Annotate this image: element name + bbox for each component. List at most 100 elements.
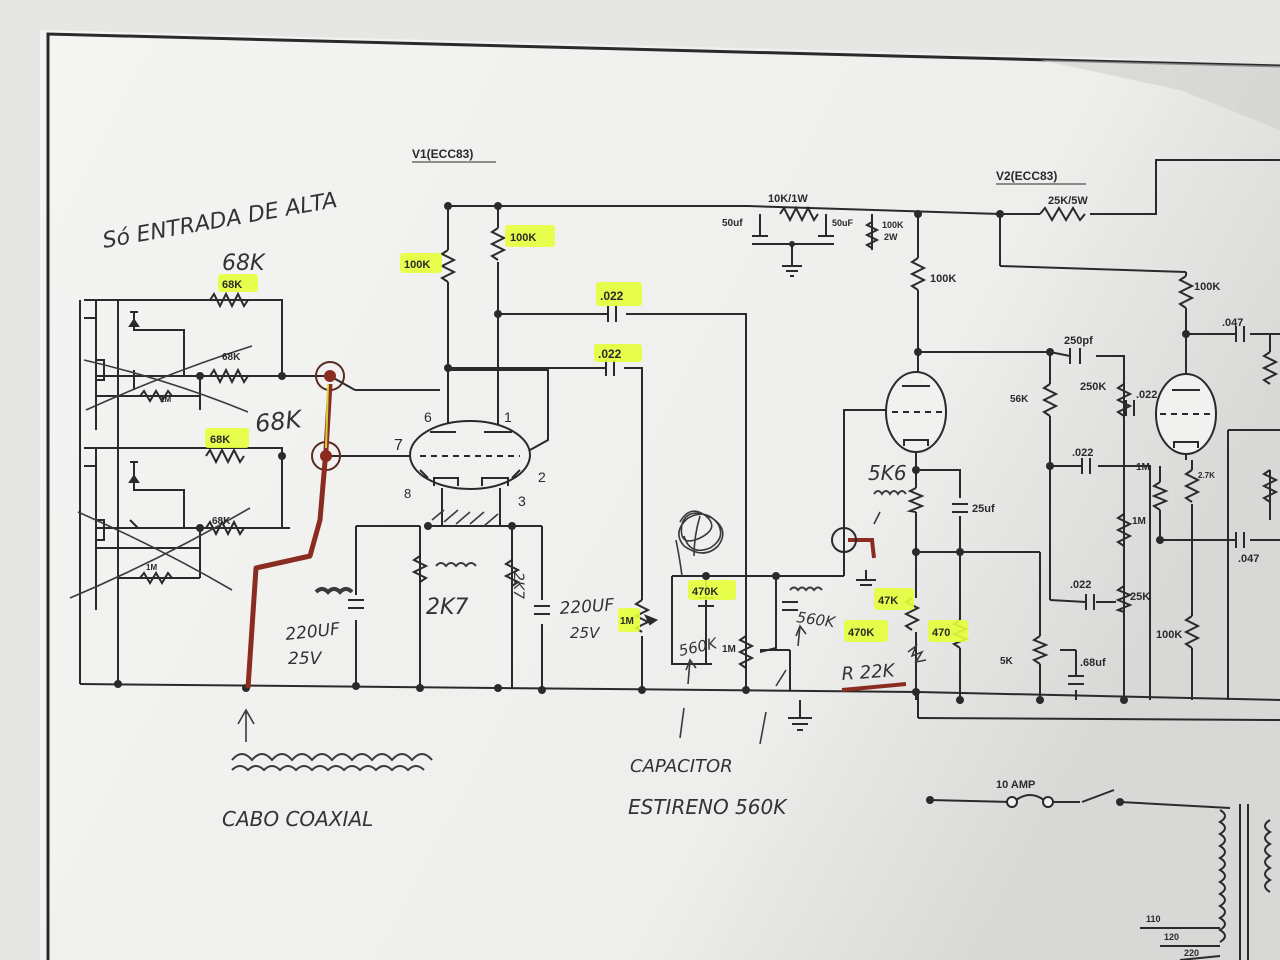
pot-250k [1115, 383, 1133, 417]
label-100k-plate: 100K [510, 232, 536, 244]
resistor-56k [1041, 383, 1059, 417]
resistor-5k [1031, 635, 1049, 665]
capacitor-25uf [952, 503, 968, 513]
label-68k-strike2: 68K [212, 516, 231, 527]
label-50uf-a: 50uf [722, 218, 743, 229]
strike-lower-a [69, 507, 251, 599]
capacitor-68uf [1068, 675, 1084, 685]
label-68k-strike: 68K [222, 352, 241, 363]
tube-v2b [1155, 373, 1217, 455]
fuse-symbol [1015, 794, 1045, 801]
note-25v-right: 25V [570, 624, 601, 642]
label-047-bottom: .047 [1238, 553, 1259, 565]
ground-point-circle [831, 527, 857, 553]
capacitor-022-top [607, 306, 617, 322]
label-25k-5w: 25K/5W [1048, 195, 1088, 207]
label-250k: 250K [1080, 381, 1106, 393]
label-10-amp: 10 AMP [996, 779, 1035, 791]
note-capacitor: CAPACITOR [630, 756, 733, 777]
label-1m-input-a: 1M [160, 395, 171, 404]
note-68k-a: 68K [222, 251, 266, 276]
scribble-styrene-cap [678, 510, 724, 554]
components [84, 205, 1279, 960]
note-220uf-right: 220UF [559, 595, 615, 619]
resistor-68k-mid [205, 447, 245, 465]
resistor-100k-bottom [1183, 615, 1201, 649]
label-1m-a: 1M [1136, 462, 1150, 473]
ground-symbol [788, 700, 812, 731]
paper-sheet [40, 30, 1280, 960]
label-470k-b: 470K [848, 627, 874, 639]
highlights [205, 225, 968, 642]
label-470k-a: 470K [692, 586, 718, 598]
label-2k7: 2.7K [1198, 471, 1215, 480]
label-tap-110: 110 [1146, 914, 1161, 924]
capacitor-047-top [1235, 326, 1245, 342]
label-5k: 5K [1000, 656, 1014, 667]
label-100k-right: 100K [1194, 281, 1220, 293]
input-jack-high [84, 299, 97, 319]
note-68k-b: 68K [254, 405, 305, 438]
label-022-a: .022 [1136, 389, 1157, 401]
label-tap-120: 120 [1164, 932, 1179, 942]
capacitor-022-c [1085, 594, 1095, 610]
resistor-100k-2w [864, 221, 880, 249]
strike-upper-a [83, 359, 249, 413]
label-100k-left: 100K [404, 259, 430, 271]
tube-v1 [409, 420, 531, 490]
tube-v2a [885, 371, 947, 453]
input-jack-low [84, 447, 97, 467]
capacitor-022-b [1081, 458, 1091, 474]
label-tap-220: 220 [1184, 948, 1199, 958]
label-1m-b: 1M [1132, 516, 1146, 527]
resistor-2k7-cathode [411, 555, 429, 583]
resistor-100k-mid [909, 257, 927, 291]
label-047-top: .047 [1222, 317, 1243, 329]
coax-wire [245, 361, 345, 689]
label-100k-bottom: 100K [1156, 629, 1182, 641]
capacitor-022-mid [605, 360, 615, 376]
note-2k7-b: 2K7 [510, 572, 526, 599]
pot-25k [1115, 585, 1133, 613]
resistor-1m-tone [737, 635, 755, 669]
note-25v-left: 25V [288, 649, 323, 669]
label-1m-input-b: 1M [146, 563, 157, 572]
label-022-b: .022 [1072, 447, 1093, 459]
scribbled-text [231, 490, 907, 772]
v1-pin-6: 6 [424, 409, 432, 425]
v1-pin-3: 3 [518, 493, 526, 509]
label-250pf: 250pf [1064, 335, 1093, 347]
tube-v1-label: V1(ECC83) [412, 147, 473, 161]
label-25uf: 25uf [972, 503, 995, 515]
power-switch [1081, 789, 1115, 803]
label-1m-vol: 1M [620, 616, 634, 627]
resistor-100k-right [1177, 275, 1195, 309]
capacitor-50uf-a [752, 235, 768, 245]
resistor-2k7 [1183, 469, 1201, 503]
ground-symbol-mid [856, 570, 876, 586]
label-022-mid: .022 [598, 347, 622, 361]
strike-lower-b [77, 511, 233, 591]
label-50uf-b: 50uF [832, 218, 854, 228]
capacitor-50uf-b [818, 235, 834, 245]
tube-v2-label: V2(ECC83) [996, 169, 1057, 183]
label-022-c: .022 [1070, 579, 1091, 591]
resistor-25k-5w [1039, 206, 1086, 222]
label-68k-mid: 68K [210, 434, 230, 446]
v1-pin-8: 8 [404, 486, 411, 501]
resistor-edge-b [1261, 469, 1279, 503]
note-estireno-560k: ESTIRENO 560K [628, 795, 788, 819]
resistor-2k7-cathode-b [503, 559, 521, 587]
label-10k-1w: 10K/1W [768, 193, 808, 205]
junction-dots [114, 202, 1190, 806]
v1-pin-7: 7 [394, 437, 403, 454]
label-100k-mid: 100K [930, 273, 956, 285]
label-022-top: .022 [600, 289, 624, 303]
label-1m-c: 1M [722, 644, 736, 655]
ground-symbol-top [782, 262, 802, 277]
label-470: 470 [932, 627, 950, 639]
label-25k: 25K [1130, 591, 1150, 603]
resistor-1m-a [1151, 481, 1169, 511]
